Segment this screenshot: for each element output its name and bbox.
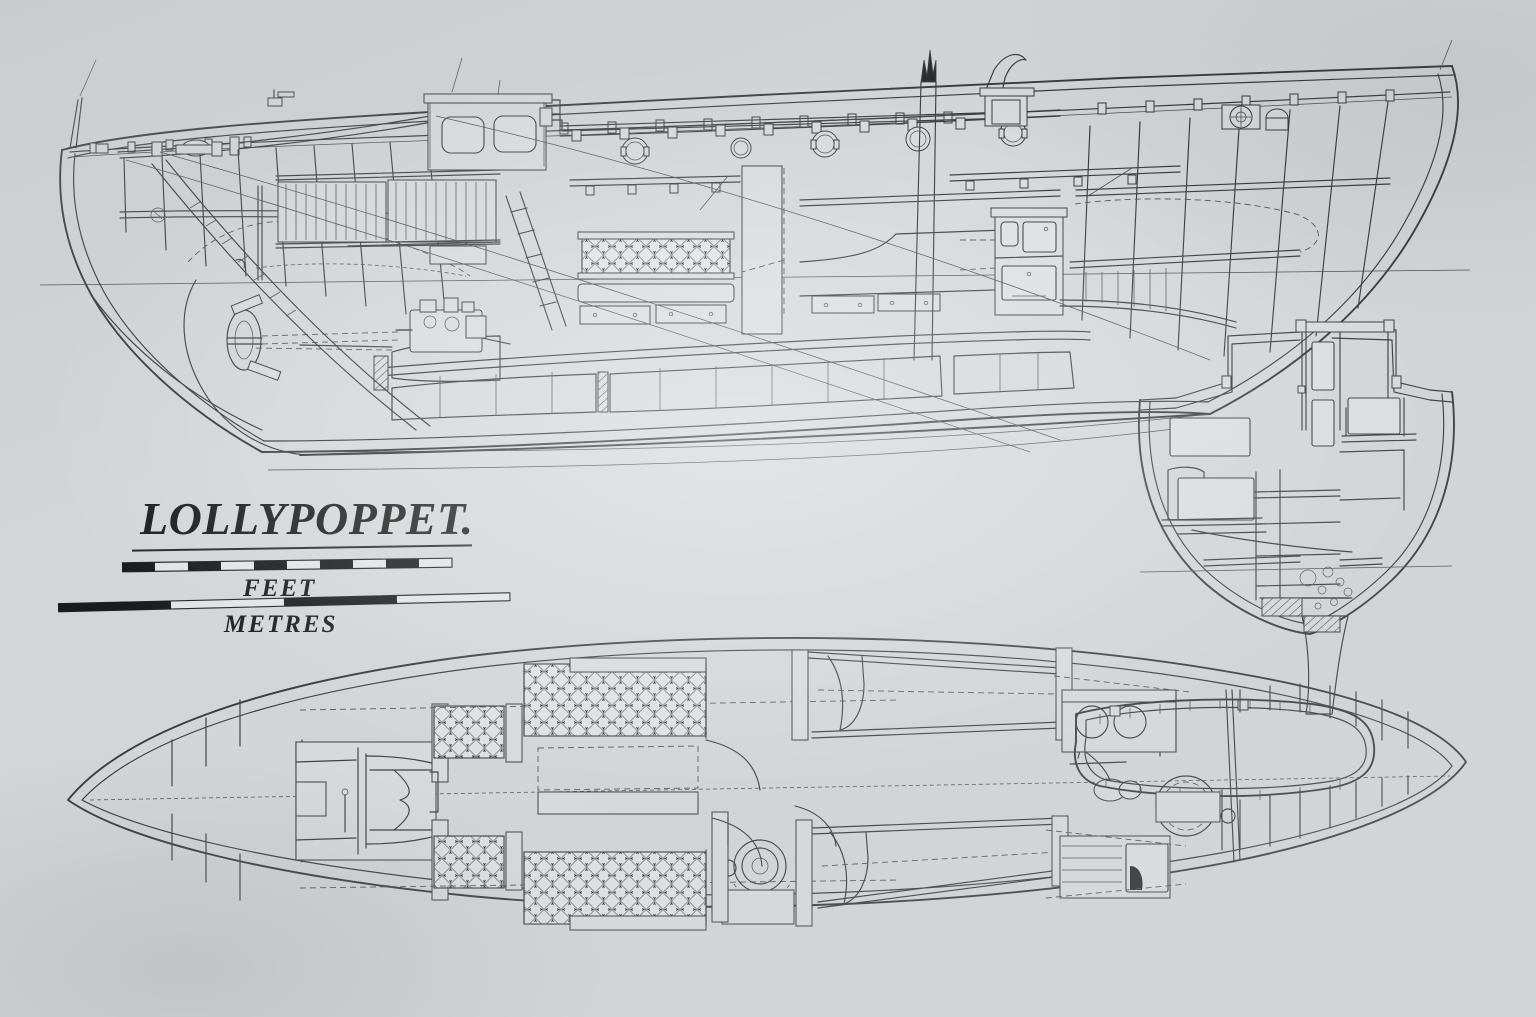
vessel-name: LOLLYPOPPET. (140, 492, 473, 545)
slat-panel (285, 184, 377, 240)
galley-unit-profile (959, 207, 1068, 316)
bowsprit-and-ground-tackle (69, 59, 523, 159)
sink-draining-board (1062, 845, 1122, 883)
engine-installation (251, 191, 567, 382)
keel-bolts (1299, 566, 1353, 610)
forefoot-fittings (151, 159, 431, 431)
companionway-ladder-profile (505, 191, 567, 331)
vessel-name-text: LOLLYPOPPET. (140, 493, 474, 544)
scale-label-metres: METRES (224, 611, 337, 639)
porthole (620, 137, 650, 165)
plan-cockpit (1074, 698, 1376, 851)
aft-frames (1059, 39, 1453, 357)
forward-cabin-structure (257, 169, 501, 281)
view-midship-section (1137, 319, 1455, 715)
porthole (730, 137, 752, 159)
deck-winch (1221, 104, 1261, 130)
plan-forward-cabin (295, 741, 449, 861)
plan-saloon (429, 657, 837, 931)
plan-galley (1045, 675, 1191, 899)
view-accommodation-plan (67, 636, 1467, 931)
scale-bar-metres (57, 592, 511, 613)
scale-bar-feet (121, 557, 453, 573)
porthole (810, 130, 840, 158)
porthole (905, 126, 931, 152)
plan-aft-frames (1225, 683, 1409, 863)
construction-guidelines (125, 115, 1213, 471)
plan-forward-deck-frames (171, 699, 1161, 901)
scale-metres-text: METRES (224, 611, 338, 638)
view-inboard-profile (39, 39, 1471, 471)
doghouse (423, 57, 1015, 171)
saloon-joinery (569, 165, 1181, 335)
mast (913, 49, 937, 361)
plan-mast-step (719, 839, 795, 925)
portholes (620, 119, 1028, 165)
companionway-hatch (979, 53, 1035, 127)
